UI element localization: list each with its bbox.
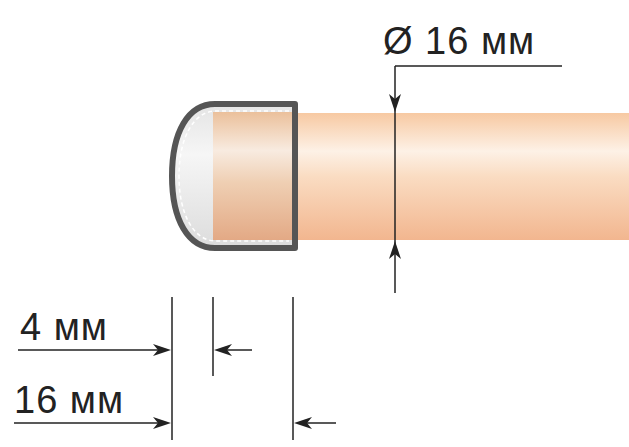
curtain-rod [293, 113, 629, 240]
end-cap-body [172, 104, 295, 248]
end-cap-outline [172, 104, 295, 248]
dimension-lines [14, 66, 562, 440]
cap-inner-dashed [179, 111, 289, 241]
dimension-label: 16 мм [14, 381, 124, 419]
dimension-label: Ø 16 мм [383, 22, 535, 60]
dimension-label: 4 мм [20, 308, 108, 346]
rod-inside-cap [213, 112, 293, 240]
arrowheads [153, 94, 401, 429]
